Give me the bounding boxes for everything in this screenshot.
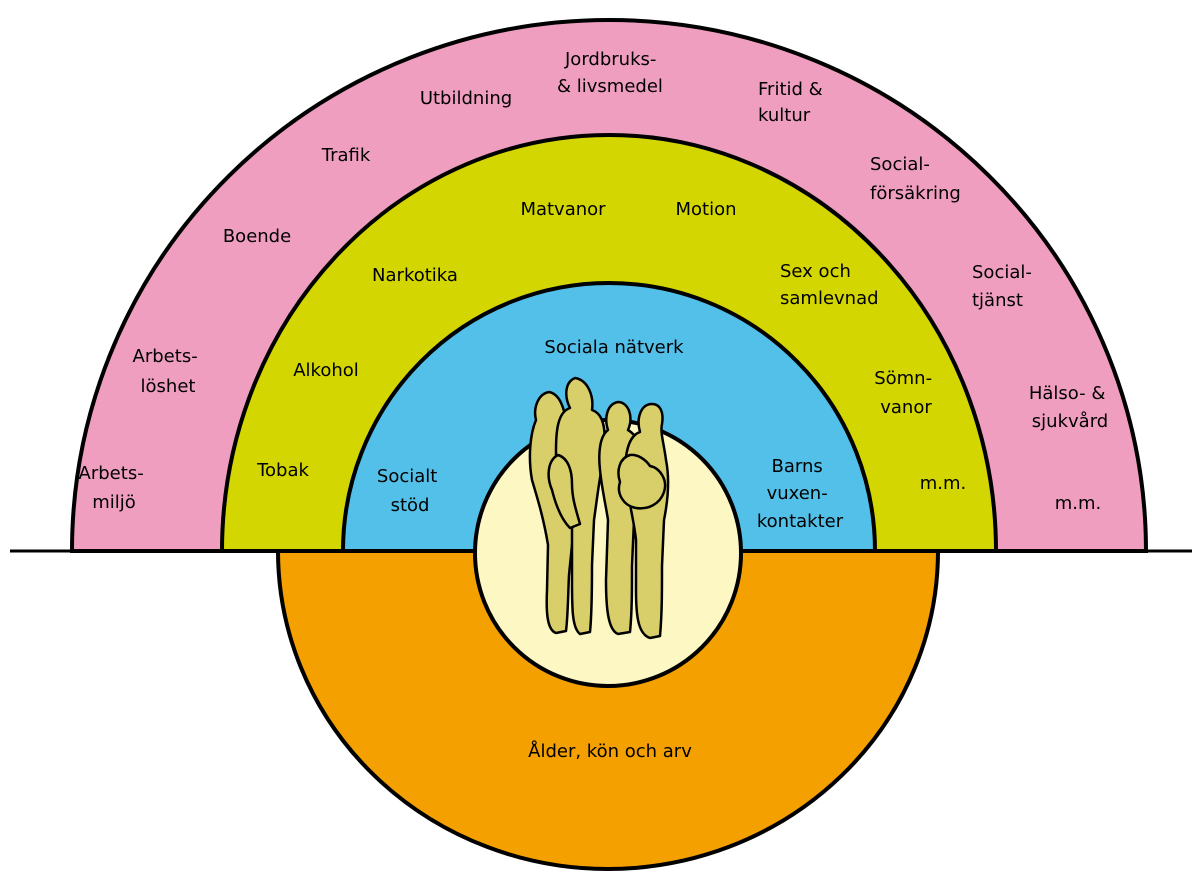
label-matvanor: Matvanor [520, 199, 606, 220]
family-figures-icon [528, 376, 670, 640]
label-boende: Boende [223, 226, 291, 247]
label-tobak: Tobak [256, 460, 309, 481]
bottom-half-segment [275, 549, 941, 871]
label-alder-kon-arv: Ålder, kön och arv [528, 740, 692, 762]
label-trafik: Trafik [321, 145, 371, 166]
label-fritid-kultur: Fritid & kultur [758, 79, 828, 126]
label-alkohol: Alkohol [293, 360, 359, 381]
label-arbetsmiljo: Arbets- miljö [79, 463, 150, 513]
label-jordbruks-livsmedel: Jordbruks- & livsmedel [557, 49, 663, 97]
label-mm-middle: m.m. [920, 473, 967, 494]
label-utbildning: Utbildning [420, 88, 512, 109]
label-sociala-natverk: Sociala nätverk [544, 337, 684, 358]
label-narkotika: Narkotika [372, 265, 458, 286]
label-mm-outer: m.m. [1055, 493, 1102, 514]
label-sex-samlevnad: Sex och samlevnad [780, 261, 879, 309]
label-halso-sjukvard: Hälso- & sjukvård [1029, 383, 1111, 432]
label-somnvanor: Sömn- vanor [874, 368, 938, 418]
label-motion: Motion [675, 199, 736, 220]
label-barns-vuxenkontakter: Barns vuxen- kontakter [757, 456, 844, 532]
label-arbetsloshet: Arbets- löshet [133, 346, 204, 397]
label-socialforsakring: Social- försäkring [870, 154, 961, 204]
label-socialtjanst: Social- tjänst [972, 262, 1038, 311]
label-socialt-stod: Socialt stöd [377, 466, 443, 516]
